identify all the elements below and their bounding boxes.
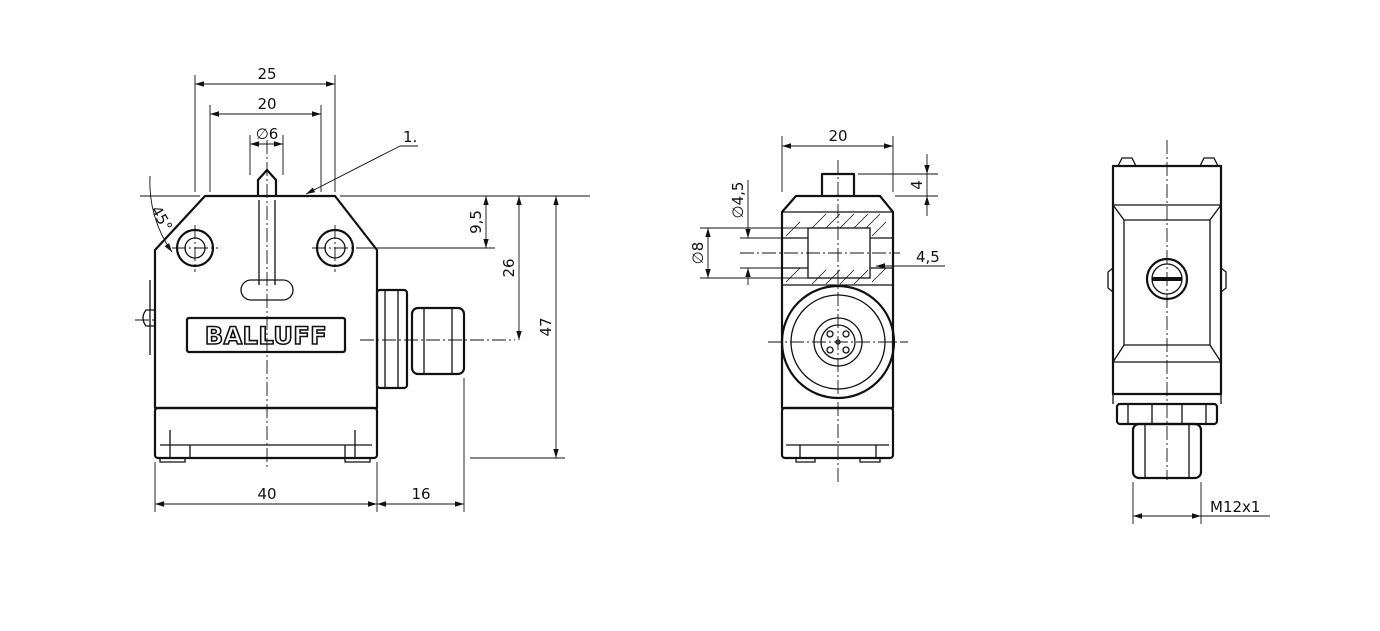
connector-pin-3 <box>826 346 834 354</box>
connector-pin-1 <box>826 330 834 338</box>
front-body-outline <box>153 194 379 410</box>
dim-angle: 45° <box>147 203 176 235</box>
connector-pin-4 <box>842 346 850 354</box>
rear-dim-thread: M12x1 <box>1210 498 1260 516</box>
side-dim-counterbore-depth: 4,5 <box>916 248 940 266</box>
dim-plunger-dia: ∅6 <box>256 125 279 143</box>
side-dim-plunger-height: 4 <box>908 180 926 190</box>
rear-view: M12x1 <box>1107 140 1270 524</box>
side-dim-counterbore-dia: ∅8 <box>689 242 707 265</box>
dim-axis-height: 26 <box>500 258 518 277</box>
dim-mount-height: 9,5 <box>467 210 485 234</box>
logo-plate <box>185 316 347 354</box>
front-view: BALLUFF 25 20 ∅6 1. <box>135 65 590 512</box>
front-connector-plug <box>410 306 466 376</box>
side-dim-hole-dia: ∅4,5 <box>729 182 747 219</box>
side-dim-width: 20 <box>828 127 847 145</box>
side-hatch <box>785 213 887 285</box>
dim-connector-length: 16 <box>411 485 430 503</box>
dim-body-width: 40 <box>257 485 276 503</box>
front-slot <box>258 200 276 285</box>
brand-logo: BALLUFF <box>205 322 327 350</box>
dim-width-outer: 25 <box>257 65 276 83</box>
side-base <box>780 406 895 460</box>
callout-1: 1. <box>403 128 417 146</box>
dim-width-inner: 20 <box>257 95 276 113</box>
front-base <box>153 406 379 460</box>
side-view: 20 4 ∅4,5 ∅8 4,5 <box>689 127 945 485</box>
front-connector-nut <box>375 288 409 390</box>
dim-total-height: 47 <box>537 317 555 336</box>
connector-pin-2 <box>842 330 850 338</box>
